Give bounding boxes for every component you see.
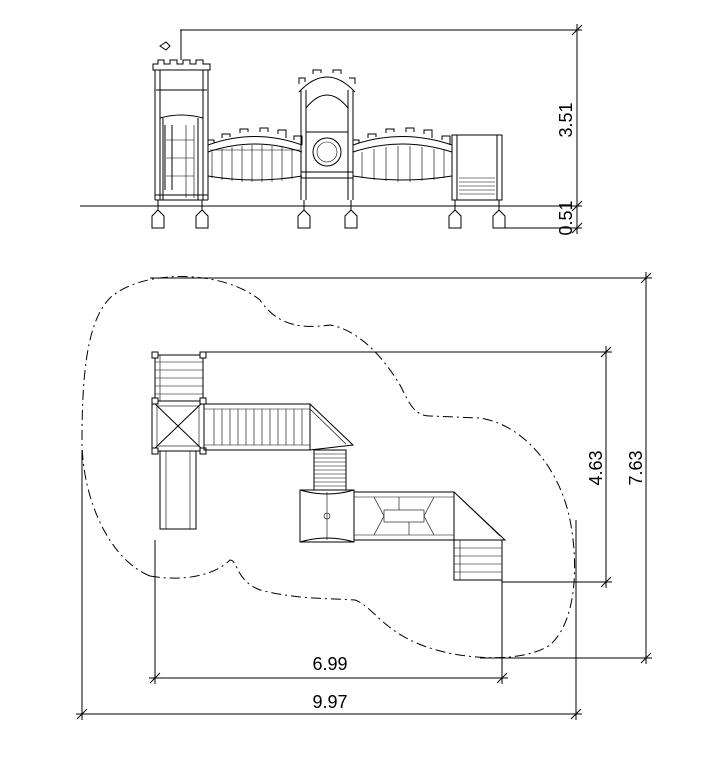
flag-icon: [159, 41, 171, 51]
right-bridge: [352, 127, 453, 182]
right-platform: [451, 134, 503, 201]
plan-width-label: 6.99: [312, 654, 347, 674]
safety-zone-boundary: [81, 276, 576, 659]
area-width-label: 9.97: [312, 692, 347, 712]
plan-dimensions: [76, 272, 652, 720]
plan-lower-bridge: [353, 491, 507, 541]
plan-stairs: [154, 354, 204, 402]
center-tower: [298, 69, 356, 200]
plan-tower: [151, 351, 207, 455]
plan-slide: [159, 450, 197, 530]
area-depth-label: 7.63: [626, 450, 646, 485]
left-tower: [152, 30, 211, 201]
plan-upper-bridge: [203, 403, 355, 451]
plan-view: 4.63 7.63 6.99 9.97: [76, 272, 652, 720]
plan-connector: [313, 449, 347, 491]
porthole: [312, 137, 342, 167]
footings: [151, 200, 506, 229]
foundation-depth-label: 0.51: [556, 200, 576, 235]
left-bridge: [207, 127, 303, 182]
elevation-height-label: 3.51: [556, 102, 576, 137]
plan-lower-steps: [453, 539, 503, 581]
elevation-view: 3.51 0.51: [80, 24, 583, 236]
elevation-dimensions: [180, 24, 583, 234]
plan-depth-label: 4.63: [586, 450, 606, 485]
plan-center-deck: [299, 489, 355, 543]
